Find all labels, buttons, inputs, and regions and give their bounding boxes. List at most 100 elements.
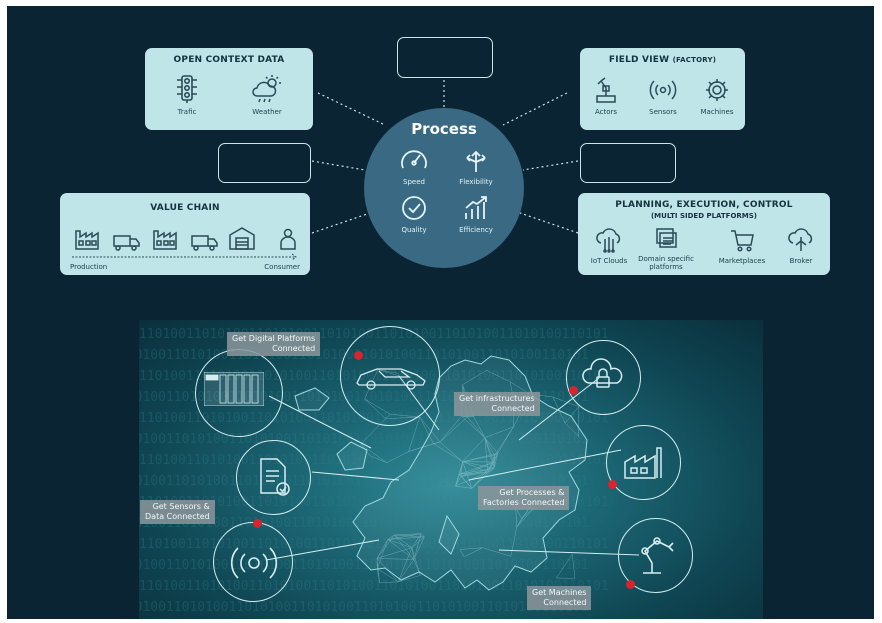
mesh-line <box>461 415 485 438</box>
ring-cloud-lock <box>566 340 641 415</box>
mesh-line <box>377 568 399 583</box>
value-chain-box: VALUE CHAIN <box>60 193 310 275</box>
mesh-line <box>408 441 440 452</box>
mesh-line <box>521 508 534 519</box>
mesh-line <box>411 547 421 576</box>
mesh-line <box>493 455 495 463</box>
field-view-box: FIELD VIEW (FACTORY) Actors Sens <box>580 48 745 130</box>
mesh-line <box>387 533 422 540</box>
iot-clouds-label: IoT Clouds <box>590 257 628 265</box>
domain-platforms-item: Domain specific platforms <box>638 227 694 271</box>
process-title: Process <box>411 120 477 138</box>
callout-sensors: Get Sensors & Data Connected <box>140 500 215 524</box>
mesh-line <box>455 476 462 487</box>
callout-processes: Get Processes & Factories Connected <box>478 486 570 510</box>
truck-icon <box>191 235 218 251</box>
mesh-line <box>462 461 495 469</box>
mesh-line <box>493 453 498 469</box>
mesh-line <box>411 547 415 560</box>
mesh-line <box>377 558 414 560</box>
weather-item: Weather <box>243 74 291 116</box>
mesh-line <box>510 527 518 557</box>
sensors-item: Sensors <box>641 76 685 116</box>
truck-icon <box>113 235 140 251</box>
mesh-line <box>460 461 463 477</box>
mesh-line <box>421 533 425 538</box>
mesh-line <box>459 473 472 489</box>
mesh-line <box>379 581 399 584</box>
mesh-line <box>413 559 421 576</box>
mesh-line <box>487 453 498 473</box>
mesh-line <box>460 467 495 477</box>
mesh-line <box>493 453 498 463</box>
mesh-line <box>462 461 473 489</box>
iot-clouds-item: IoT Clouds <box>584 227 634 265</box>
marketplaces-item: Marketplaces <box>712 227 772 265</box>
cloud-lock-icon <box>582 358 623 388</box>
efficiency-item: Efficiency <box>448 194 504 234</box>
mesh-line <box>360 443 387 463</box>
mesh-line <box>571 554 576 579</box>
mesh-line <box>411 536 425 548</box>
binary-row: 1101001101010011010100110101001101010011… <box>139 432 589 447</box>
mesh-line <box>455 473 461 487</box>
server-rack-icon <box>204 372 264 406</box>
mesh-line <box>463 547 483 558</box>
mesh-line <box>369 455 387 463</box>
mesh-line <box>482 547 511 557</box>
ring-car <box>340 326 440 426</box>
mesh-line <box>455 461 463 487</box>
empty-box-left <box>218 143 311 183</box>
mesh-line <box>377 539 389 569</box>
mesh-line <box>387 534 395 540</box>
mesh-line <box>387 536 425 540</box>
callout-infrastructures: Get infrastructures Connected <box>454 392 540 416</box>
mesh-line <box>439 441 463 462</box>
empty-box-top <box>397 37 493 78</box>
consumer-label: Consumer <box>264 263 300 271</box>
process-circle: Process Speed Flexibility <box>364 108 524 268</box>
open-context-title: OPEN CONTEXT DATA <box>173 55 285 65</box>
mesh-line <box>439 416 468 443</box>
marketplaces-label: Marketplaces <box>718 257 766 265</box>
weather-label: Weather <box>252 108 282 116</box>
mesh-line <box>376 539 388 559</box>
mesh-line <box>484 437 498 454</box>
broker-label: Broker <box>789 257 813 265</box>
quality-label: Quality <box>401 226 427 234</box>
efficiency-label: Efficiency <box>459 226 493 234</box>
check-circle-icon <box>402 196 426 220</box>
mesh-line <box>564 406 580 424</box>
ring-server <box>195 349 283 437</box>
mesh-line <box>471 472 489 489</box>
callout-dot <box>569 386 578 395</box>
domain-platforms-label: Domain specific platforms <box>638 255 694 271</box>
mesh-line <box>455 485 472 489</box>
mesh-line <box>487 467 495 473</box>
mesh-line <box>552 396 579 407</box>
mesh-line <box>487 455 495 473</box>
speed-item: Speed <box>388 146 440 186</box>
mesh-line <box>397 559 415 582</box>
warehouse-icon <box>229 227 255 250</box>
value-chain-title: VALUE CHAIN <box>150 203 220 213</box>
ring-sensor <box>213 522 293 602</box>
mesh-line <box>408 443 434 452</box>
mesh-line <box>460 461 494 477</box>
binary-row: 1101001101010011010100110101001101010011… <box>139 600 589 615</box>
traffic-light-icon <box>177 75 197 103</box>
mesh-line <box>516 508 534 528</box>
mesh-line <box>516 518 522 528</box>
mesh-line <box>462 370 487 386</box>
traffic-label: Trafic <box>177 108 197 116</box>
mesh-line <box>419 416 434 444</box>
domain-platforms-text: Domain specific platforms <box>638 255 694 271</box>
mesh-line <box>376 558 380 583</box>
flexibility-label: Flexibility <box>459 178 493 186</box>
planning-box: PLANNING, EXECUTION, CONTROL (MULTI SIDE… <box>578 193 830 275</box>
car-icon <box>356 368 426 390</box>
iot-cloud-icon <box>596 228 621 253</box>
mesh-line <box>486 370 511 383</box>
empty-box-right <box>580 143 676 183</box>
